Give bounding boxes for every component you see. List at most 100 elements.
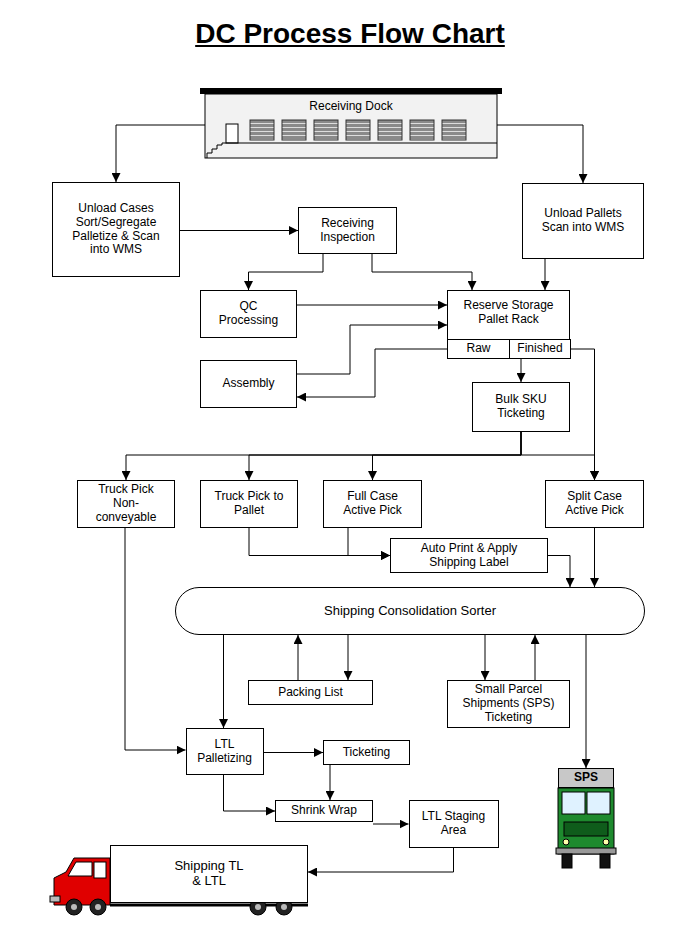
node-text: Finished — [517, 342, 562, 356]
flow-arrow — [521, 432, 595, 480]
text-block: Unload Pallets Scan into WMS — [536, 207, 631, 235]
node-text: Shipping Consolidation Sorter — [324, 604, 496, 619]
flow-arrow — [586, 635, 587, 768]
text-block: Truck Pick to Pallet — [213, 490, 285, 518]
flow-arrow — [298, 635, 299, 680]
flow-arrow — [373, 432, 522, 480]
text-block: LTL Staging Area — [414, 810, 494, 838]
flow-arrow — [535, 635, 536, 680]
text-block: Assembly — [222, 377, 274, 391]
node-text: QC Processing — [214, 300, 284, 328]
storage-slot: Finished — [509, 339, 571, 359]
flow-arrow — [125, 528, 186, 750]
node-text: Reserve Storage Pallet Rack — [456, 299, 561, 327]
text-block: LTL Palletizing — [191, 738, 259, 766]
text-block: Receiving Dock — [309, 100, 392, 114]
node-text: Raw — [466, 342, 490, 356]
flow-arrow — [545, 259, 546, 290]
text-block: Receiving Inspection — [310, 217, 385, 245]
node-text: Truck Pick Non-conveyable — [89, 483, 164, 524]
node-text: Receiving Inspection — [310, 217, 385, 245]
flow-arrow — [180, 230, 298, 231]
node-text: Small Parcel Shipments (SPS) Ticketing — [455, 683, 563, 724]
flow-arrow — [372, 254, 472, 290]
node-text: Truck Pick to Pallet — [213, 490, 285, 518]
flow-arrow — [297, 305, 447, 306]
flow-arrow — [373, 824, 409, 825]
flow-arrow — [348, 635, 349, 680]
dock-building-label: Receiving Dock — [205, 94, 497, 158]
node-text: SPS — [574, 771, 598, 785]
text-block: Finished — [517, 342, 562, 356]
process-box: Bulk SKU Ticketing — [472, 382, 570, 432]
process-box: Shrink Wrap — [275, 800, 373, 822]
process-box: LTL Palletizing — [186, 728, 264, 775]
text-block: QC Processing — [214, 300, 284, 328]
process-box: Unload Cases Sort/Segregate Palletize & … — [52, 182, 180, 277]
node-text: Receiving Dock — [309, 100, 392, 114]
process-box: Receiving Inspection — [298, 207, 397, 254]
text-block: Shipping TL & LTL — [172, 859, 247, 889]
node-text: Unload Cases Sort/Segregate Palletize & … — [66, 202, 166, 257]
node-text: Split Case Active Pick — [559, 490, 631, 518]
process-box: Assembly — [200, 360, 297, 408]
dock-building — [200, 88, 502, 158]
node-text: Auto Print & Apply Shipping Label — [407, 542, 532, 570]
flow-arrow — [223, 635, 224, 728]
flow-arrow — [594, 528, 595, 587]
flow-arrow — [497, 125, 583, 183]
node-text: Shipping TL & LTL — [172, 859, 247, 889]
process-box: Split Case Active Pick — [545, 480, 644, 528]
text-block: Unload Cases Sort/Segregate Palletize & … — [66, 202, 166, 257]
flow-arrow — [521, 359, 522, 382]
text-block: Ticketing — [343, 746, 391, 760]
storage-slot: Raw — [447, 339, 510, 359]
process-box: QC Processing — [200, 290, 297, 338]
flow-arrow — [249, 254, 324, 290]
text-block: Shrink Wrap — [291, 804, 357, 818]
node-text: LTL Palletizing — [191, 738, 259, 766]
flow-arrow — [485, 635, 486, 680]
flow-arrow — [264, 752, 324, 753]
node-text: LTL Staging Area — [414, 810, 494, 838]
node-text: Shrink Wrap — [291, 804, 357, 818]
node-text: Unload Pallets Scan into WMS — [536, 207, 631, 235]
process-box: Ticketing — [323, 740, 410, 765]
text-block: Truck Pick Non-conveyable — [89, 483, 164, 524]
truck-sign: SPS — [558, 768, 614, 788]
process-box: Auto Print & Apply Shipping Label — [390, 538, 548, 573]
flow-arrow — [330, 765, 331, 800]
flow-arrow — [348, 528, 390, 556]
flow-arrow — [224, 775, 276, 811]
process-box: LTL Staging Area — [409, 800, 499, 848]
process-box: Small Parcel Shipments (SPS) Ticketing — [447, 680, 570, 728]
process-box: Packing List — [248, 680, 373, 705]
text-block: Full Case Active Pick — [337, 490, 409, 518]
flow-arrow — [126, 432, 521, 480]
node-text: Assembly — [222, 377, 274, 391]
text-block: Raw — [466, 342, 490, 356]
flow-arrow — [116, 125, 205, 182]
storage-box: Reserve Storage Pallet RackRaw Finished — [447, 290, 570, 359]
flow-arrow — [548, 556, 570, 588]
process-box: Truck Pick to Pallet — [200, 480, 298, 528]
flow-arrow — [297, 349, 447, 397]
node-text: Ticketing — [343, 746, 391, 760]
text-block: Bulk SKU Ticketing — [489, 393, 554, 421]
process-box: Truck Pick Non-conveyable — [77, 480, 175, 528]
text-block: Packing List — [278, 686, 343, 700]
text-block: Small Parcel Shipments (SPS) Ticketing — [455, 683, 563, 724]
process-box: Full Case Active Pick — [323, 480, 422, 528]
node-text: Full Case Active Pick — [337, 490, 409, 518]
text-block: Reserve Storage Pallet Rack — [456, 299, 561, 327]
node-text: Packing List — [278, 686, 343, 700]
trailer-box: Shipping TL & LTL — [110, 845, 308, 903]
flow-arrow — [571, 349, 595, 480]
process-box: Unload Pallets Scan into WMS — [522, 183, 644, 259]
text-block: Shipping Consolidation Sorter — [324, 604, 496, 619]
text-block: Split Case Active Pick — [559, 490, 631, 518]
text-block: SPS — [574, 771, 598, 785]
flow-arrow — [249, 432, 521, 480]
flow-arrow — [249, 528, 390, 556]
